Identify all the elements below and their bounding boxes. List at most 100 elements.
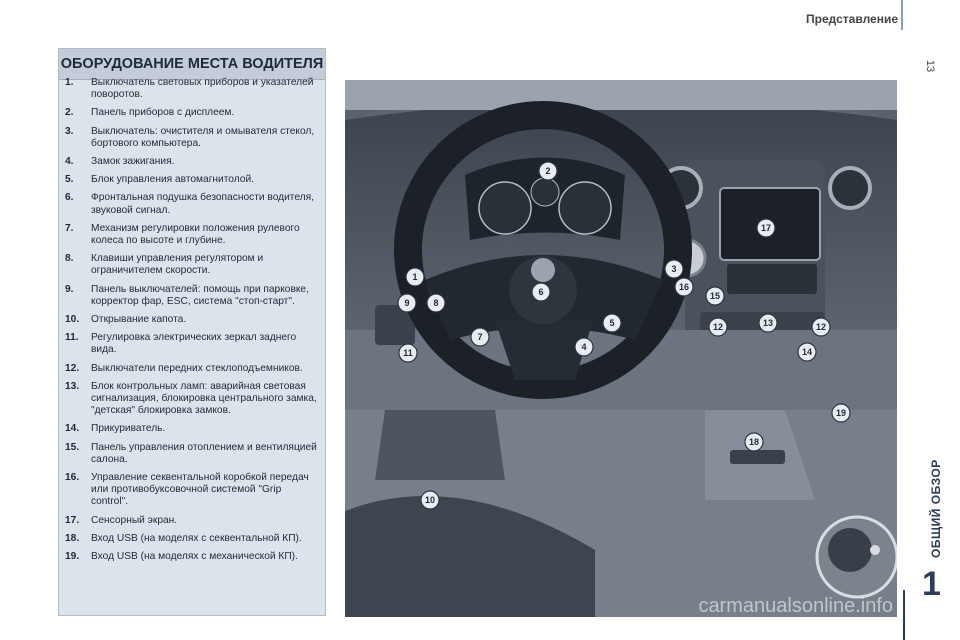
svg-text:1: 1 (412, 272, 417, 282)
watermark: carmanualsonline.info (698, 595, 893, 617)
list-item: 1. Выключатель световых приборов и указат… (65, 77, 321, 101)
list-item-number: 11. (65, 332, 79, 344)
list-item-text: Панель приборов с дисплеем. (91, 107, 235, 119)
list-item: 15. Панель управления отоплением и вентил… (65, 442, 321, 466)
list-item-text: Выключатель: очистителя и омывателя стек… (91, 125, 315, 149)
list-item-number: 15. (65, 441, 80, 453)
callout-18: 18 (744, 432, 764, 452)
list-item: 2. Панель приборов с дисплеем. (65, 107, 321, 119)
callout-3: 3 (664, 259, 684, 279)
callout-16: 16 (674, 277, 694, 297)
list-item-text: Регулировка электрических зеркал заднего… (91, 332, 297, 356)
list-item: 7. Механизм регулировки положения рулевог… (65, 223, 321, 247)
list-item-number: 13. (65, 380, 80, 392)
svg-text:3: 3 (671, 264, 676, 274)
svg-text:11: 11 (403, 348, 413, 358)
list-item-text: Открывание капота. (91, 314, 187, 326)
list-item-text: Выключатели передних стеклоподъемников. (91, 362, 303, 374)
equipment-list: 1. Выключатель световых приборов и указат… (65, 77, 321, 569)
list-item-text: Блок управления автомагнитолой. (91, 174, 254, 186)
page-number: 13 (923, 59, 936, 73)
list-item-text: Вход USB (на моделях с механической КП). (91, 551, 298, 563)
callout-2: 2 (538, 161, 558, 181)
list-item-number: 8. (65, 253, 74, 265)
svg-text:12: 12 (816, 322, 826, 332)
list-item-text: Панель выключателей: помощь при парковке… (91, 283, 309, 307)
panel-title: ОБОРУДОВАНИЕ МЕСТА ВОДИТЕЛЯ (59, 49, 325, 80)
svg-text:13: 13 (763, 318, 773, 328)
list-item-text: Вход USB (на моделях с секвентальной КП)… (91, 532, 302, 544)
svg-text:6: 6 (538, 287, 543, 297)
list-item-number: 14. (65, 423, 80, 435)
page-header-title: Представление (806, 12, 898, 26)
chapter-divider (903, 590, 905, 640)
svg-text:16: 16 (679, 282, 689, 292)
list-item: 14. Прикуриватель. (65, 423, 321, 435)
callout-11: 11 (398, 343, 418, 363)
list-item-text: Механизм регулировки положения рулевого … (91, 222, 300, 247)
svg-text:2: 2 (545, 166, 550, 176)
list-item-number: 4. (65, 156, 74, 168)
list-item-text: Клавиши управления регулятором и огранич… (91, 253, 264, 277)
list-item-number: 10. (65, 314, 80, 326)
list-item: 12. Выключатели передних стеклоподъемнико… (65, 363, 321, 375)
list-item-text: Выключатель световых приборов и указател… (91, 77, 314, 101)
callout-10: 10 (420, 490, 440, 510)
svg-text:7: 7 (477, 332, 482, 342)
list-item: 13. Блок контрольных ламп: аварийная свет… (65, 381, 321, 418)
list-item-number: 12. (65, 362, 80, 374)
list-item: 4. Замок зажигания. (65, 156, 321, 168)
list-item-number: 2. (65, 107, 74, 119)
svg-text:9: 9 (404, 298, 409, 308)
dashboard-illustration: 1 2 3 4 5 6 7 8 9 10 11 12 12 13 14 15 1… (345, 80, 897, 617)
list-item-number: 17. (65, 514, 80, 526)
svg-text:5: 5 (609, 318, 614, 328)
list-item-text: Блок контрольных ламп: аварийная светова… (91, 380, 317, 417)
callout-19: 19 (831, 403, 851, 423)
list-item: 5. Блок управления автомагнитолой. (65, 174, 321, 186)
svg-text:10: 10 (425, 495, 435, 505)
list-item: 19. Вход USB (на моделях с механической К… (65, 551, 321, 563)
list-item-text: Сенсорный экран. (91, 514, 178, 526)
list-item: 11. Регулировка электрических зеркал задн… (65, 332, 321, 356)
callout-15: 15 (705, 286, 725, 306)
list-item: 8. Клавиши управления регулятором и огран… (65, 253, 321, 277)
equipment-panel: ОБОРУДОВАНИЕ МЕСТА ВОДИТЕЛЯ 1. Выключател… (58, 48, 326, 616)
list-item-number: 5. (65, 174, 74, 186)
callout-13: 13 (758, 313, 778, 333)
list-item: 18. Вход USB (на моделях с секвентальной … (65, 533, 321, 545)
list-item-text: Прикуриватель. (91, 423, 166, 435)
chapter-number: 1 (922, 565, 941, 603)
callout-6: 6 (531, 282, 551, 302)
callout-5: 5 (602, 313, 622, 333)
list-item-text: Замок зажигания. (91, 156, 175, 168)
callout-9: 9 (397, 293, 417, 313)
list-item-text: Панель управления отоплением и вентиляци… (91, 441, 317, 465)
list-item-number: 3. (65, 125, 74, 137)
list-item-number: 19. (65, 551, 80, 563)
steering-wheel (394, 101, 692, 399)
list-item-number: 6. (65, 192, 74, 204)
callout-7: 7 (470, 327, 490, 347)
callout-14: 14 (797, 342, 817, 362)
svg-text:15: 15 (710, 291, 720, 301)
svg-text:12: 12 (713, 322, 723, 332)
callout-12-right: 12 (811, 317, 831, 337)
list-item-number: 1. (65, 77, 74, 88)
svg-text:14: 14 (802, 347, 812, 357)
svg-text:17: 17 (761, 223, 771, 233)
svg-text:4: 4 (581, 342, 586, 352)
list-item: 17. Сенсорный экран. (65, 515, 321, 527)
svg-text:19: 19 (836, 408, 846, 418)
header-divider (901, 0, 903, 30)
list-item-number: 7. (65, 222, 74, 234)
svg-text:8: 8 (433, 298, 438, 308)
callout-4: 4 (574, 337, 594, 357)
list-item-number: 18. (65, 532, 80, 544)
list-item: 6. Фронтальная подушка безопасности водит… (65, 192, 321, 216)
dashboard-photo: 1 2 3 4 5 6 7 8 9 10 11 12 12 13 14 15 1… (345, 80, 897, 617)
list-item-text: Управление секвентальной коробкой переда… (91, 472, 309, 508)
callout-1: 1 (405, 267, 425, 287)
list-item-text: Фронтальная подушка безопасности водител… (91, 192, 314, 216)
section-label: ОБЩИЙ ОБЗОР (929, 459, 943, 558)
